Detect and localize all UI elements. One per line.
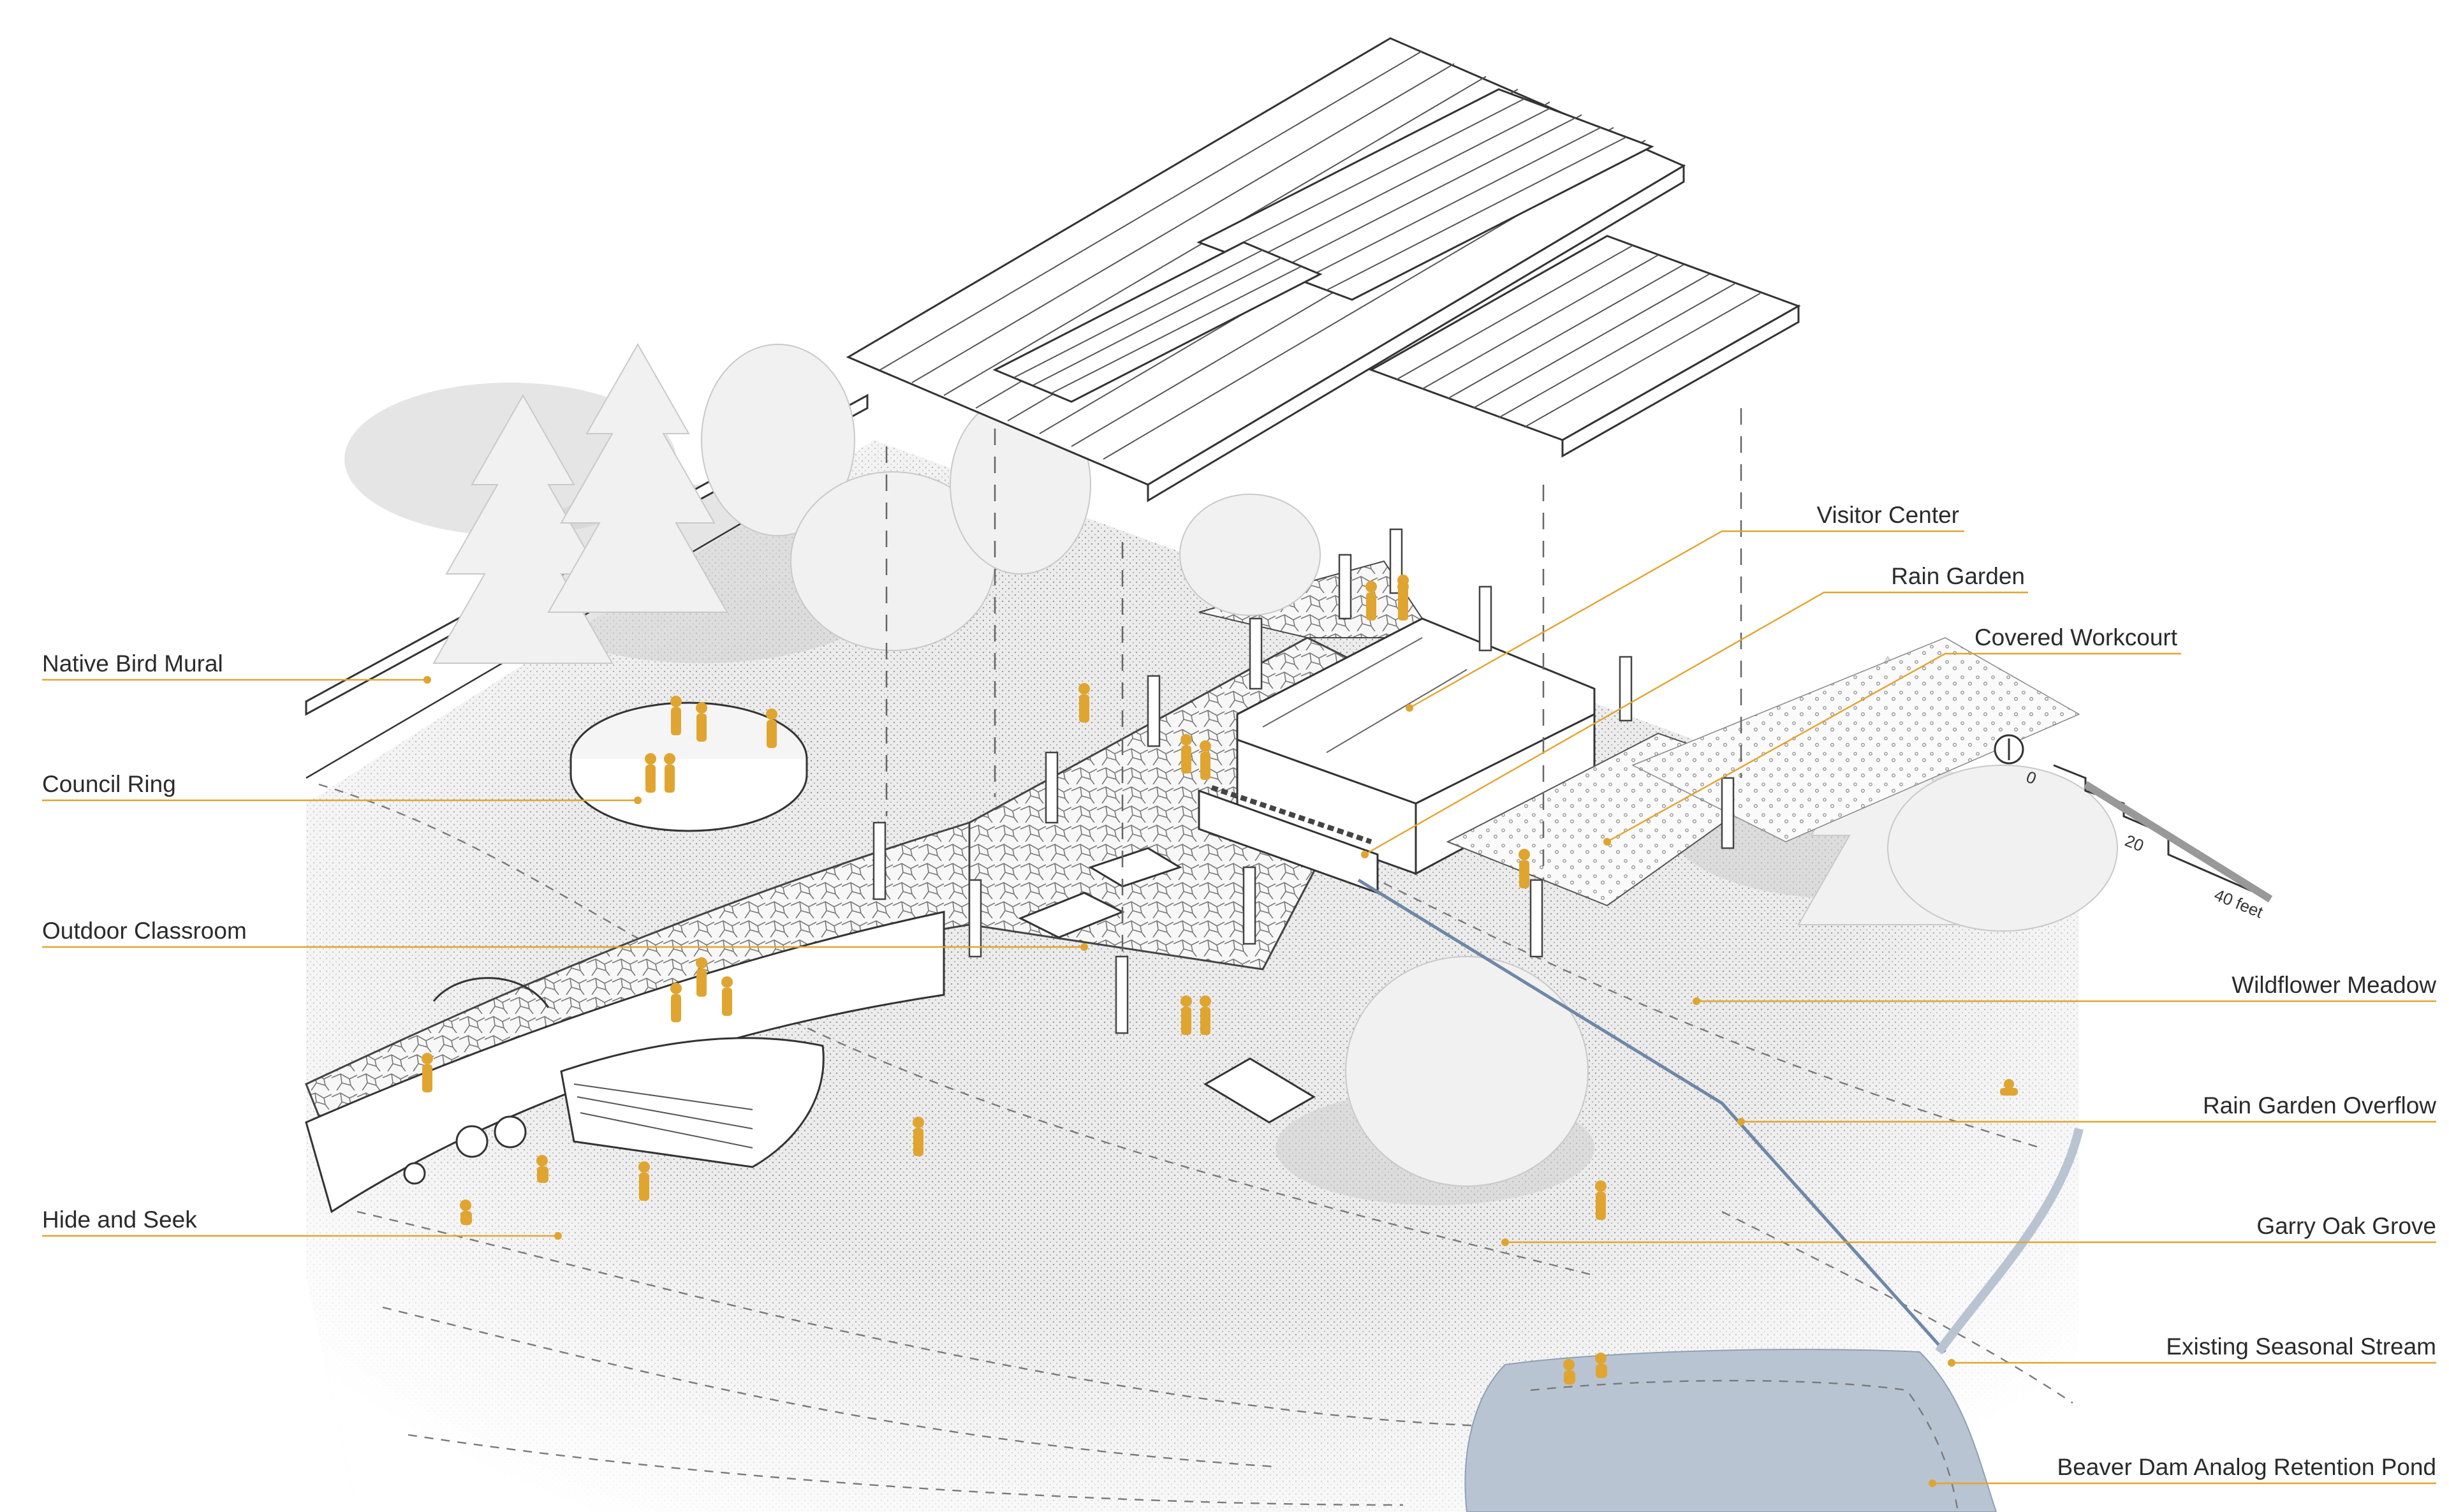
person [1078,683,1090,723]
council-ring [570,701,808,832]
rain-garden-overflow-channel [1357,878,1946,1353]
person [913,1117,924,1156]
person [721,976,733,1016]
label-garry-oak-grove: Garry Oak Grove [2256,1213,2436,1239]
workcourt-gravel [1446,637,2080,907]
ground-plane [306,440,2079,1512]
person [1180,995,1192,1035]
label-council-ring: Council Ring [42,771,176,797]
person [1397,581,1409,620]
left-labels: Native Bird Mural Council Ring Outdoor C… [42,650,1088,1240]
person [2000,1079,2018,1096]
person [460,1200,472,1225]
person [1200,740,1211,780]
person [696,957,707,997]
picnic-tables [1018,847,1316,1124]
person [1595,1353,1607,1378]
label-hide-and-seek: Hide and Seek [42,1207,197,1233]
person [1365,581,1377,620]
scale-bar: 0 20 40 feet [1994,734,2273,922]
person [1563,1359,1575,1384]
label-rain-garden: Rain Garden [1891,563,2025,589]
person [664,753,675,793]
person [670,696,682,735]
right-labels: Visitor Center Rain Garden Covered Workc… [1361,502,2436,1487]
person [645,753,656,793]
person [1200,995,1211,1035]
contour-lines [318,783,2073,1506]
person [536,1155,548,1183]
label-rain-garden-overflow: Rain Garden Overflow [2203,1092,2436,1119]
stream-and-pond [1357,878,2084,1512]
label-covered-workcourt: Covered Workcourt [1975,624,2178,650]
person [1595,1180,1607,1220]
roof-projection-lines [885,344,1742,957]
label-native-bird-mural: Native Bird Mural [42,650,223,677]
roof-canopy-3 [992,241,1323,403]
structure-posts [872,528,1735,1034]
scale-tick-20: 20 [2122,831,2147,856]
person [696,702,707,742]
seasonal-stream [1935,1127,2084,1355]
label-existing-seasonal-stream: Existing Seasonal Stream [2166,1333,2436,1360]
label-wildflower-meadow: Wildflower Meadow [2232,972,2436,998]
person [766,708,777,748]
label-visitor-center: Visitor Center [1817,502,1959,528]
roof-canopy-4 [1369,235,1801,458]
person [422,1053,433,1092]
person [1180,734,1192,774]
person [670,983,682,1022]
person [1519,849,1530,888]
person [638,1161,650,1201]
hide-and-seek-structure [305,911,945,1214]
label-outdoor-classroom: Outdoor Classroom [42,918,247,944]
label-beaver-dam-pond: Beaver Dam Analog Retention Pond [2057,1454,2436,1480]
people-silhouettes [422,575,2018,1384]
retention-pond [1464,1349,1997,1512]
